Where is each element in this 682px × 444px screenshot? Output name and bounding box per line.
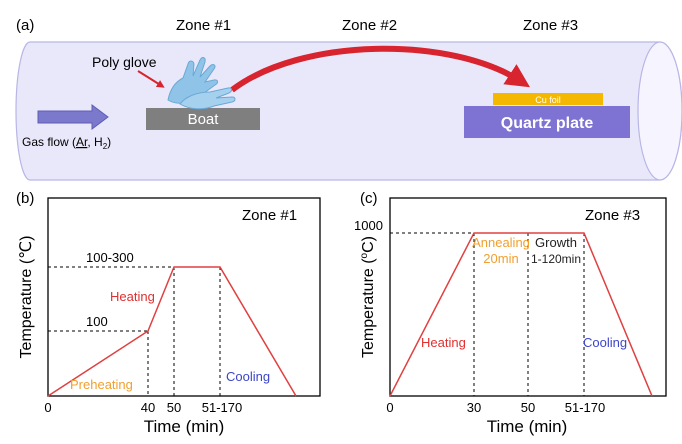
panel-b-frame — [47, 197, 321, 397]
glove-pointer-arrow — [137, 70, 165, 88]
panel-b-zone-title: Zone #1 — [242, 207, 297, 224]
panel-c: (c) Zone #3 1000 0 30 50 51-170 Heating … — [354, 190, 667, 436]
ytick-100: 100 — [86, 314, 108, 329]
panel-c-label: (c) — [360, 190, 378, 207]
panel-c-zone-title: Zone #3 — [585, 207, 640, 224]
xtick-0-c: 0 — [386, 400, 393, 415]
xtick-50: 50 — [167, 400, 181, 415]
ytick-100-300: 100-300 — [86, 250, 134, 265]
cu-foil-label: Cu foil — [535, 95, 561, 105]
cooling-label-b: Cooling — [226, 369, 270, 384]
cu-foil — [493, 93, 603, 105]
boat-label: Boat — [188, 111, 220, 128]
zone3-temperature-profile — [389, 232, 653, 397]
panel-a: (a) Zone #1 Zone #2 Zone #3 Boat Poly gl… — [15, 17, 682, 181]
gas-flow-label: Gas flow (Ar, H2) — [22, 135, 111, 151]
zone1-label: Zone #1 — [176, 17, 231, 34]
zone3-label: Zone #3 — [523, 17, 578, 34]
zone1-temperature-profile — [47, 266, 297, 397]
panel-b-ylabel: Temperature (℃) — [18, 236, 35, 359]
growth-duration: 1-120min — [531, 252, 581, 266]
poly-glove-icon — [167, 57, 236, 110]
xtick-51-170-c: 51-170 — [565, 400, 605, 415]
tube-end-opening — [637, 41, 682, 181]
xtick-50-c: 50 — [521, 400, 535, 415]
boat — [146, 108, 260, 130]
xtick-0: 0 — [44, 400, 51, 415]
cooling-label-c: Cooling — [583, 335, 627, 350]
ytick-1000: 1000 — [354, 218, 383, 233]
annealing-duration: 20min — [483, 251, 518, 266]
quartz-plate-label: Quartz plate — [501, 115, 594, 132]
panel-b: (b) Zone #1 100-300 100 0 40 50 51-170 H… — [16, 190, 321, 436]
panel-a-label: (a) — [16, 17, 34, 34]
transfer-arrow — [230, 45, 531, 93]
heating-label-b: Heating — [110, 289, 155, 304]
panel-b-label: (b) — [16, 190, 34, 207]
gas-flow-arrow — [37, 104, 109, 130]
xtick-30-c: 30 — [467, 400, 481, 415]
preheating-label: Preheating — [70, 377, 133, 392]
quartz-plate — [464, 106, 630, 138]
poly-glove-label: Poly glove — [92, 54, 157, 70]
panel-b-xlabel: Time (min) — [144, 417, 225, 436]
annealing-label: Annealing — [472, 235, 530, 250]
zone2-label: Zone #2 — [342, 17, 397, 34]
growth-label: Growth — [535, 235, 577, 250]
xtick-51-170: 51-170 — [202, 400, 242, 415]
heating-label-c: Heating — [421, 335, 466, 350]
panel-c-xlabel: Time (min) — [487, 417, 568, 436]
panel-c-ylabel: Temperature (oC) — [359, 236, 377, 358]
xtick-40: 40 — [141, 400, 155, 415]
